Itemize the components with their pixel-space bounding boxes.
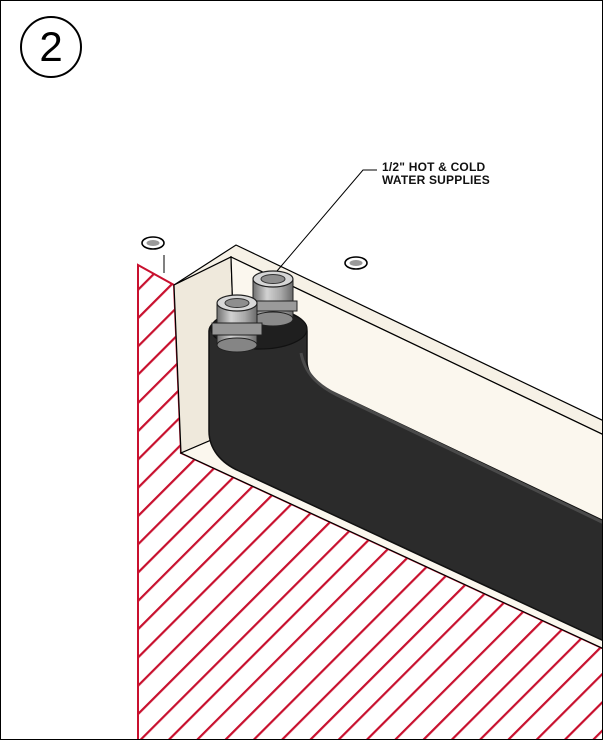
mount-hole-icon [141,236,165,273]
mount-hole-icon [344,256,368,270]
callout-line-2: WATER SUPPLIES [382,173,490,187]
pipe-sleeve-highlight [299,352,602,524]
step-number-badge: 2 [20,16,82,78]
callout-line-1: 1/2" HOT & COLD [382,160,486,174]
cold-supply-fitting [211,294,263,353]
callout-leader-line [276,169,377,272]
hot-supply-fitting [248,270,298,327]
supply-callout-label: 1/2" HOT & COLD WATER SUPPLIES [382,161,490,187]
